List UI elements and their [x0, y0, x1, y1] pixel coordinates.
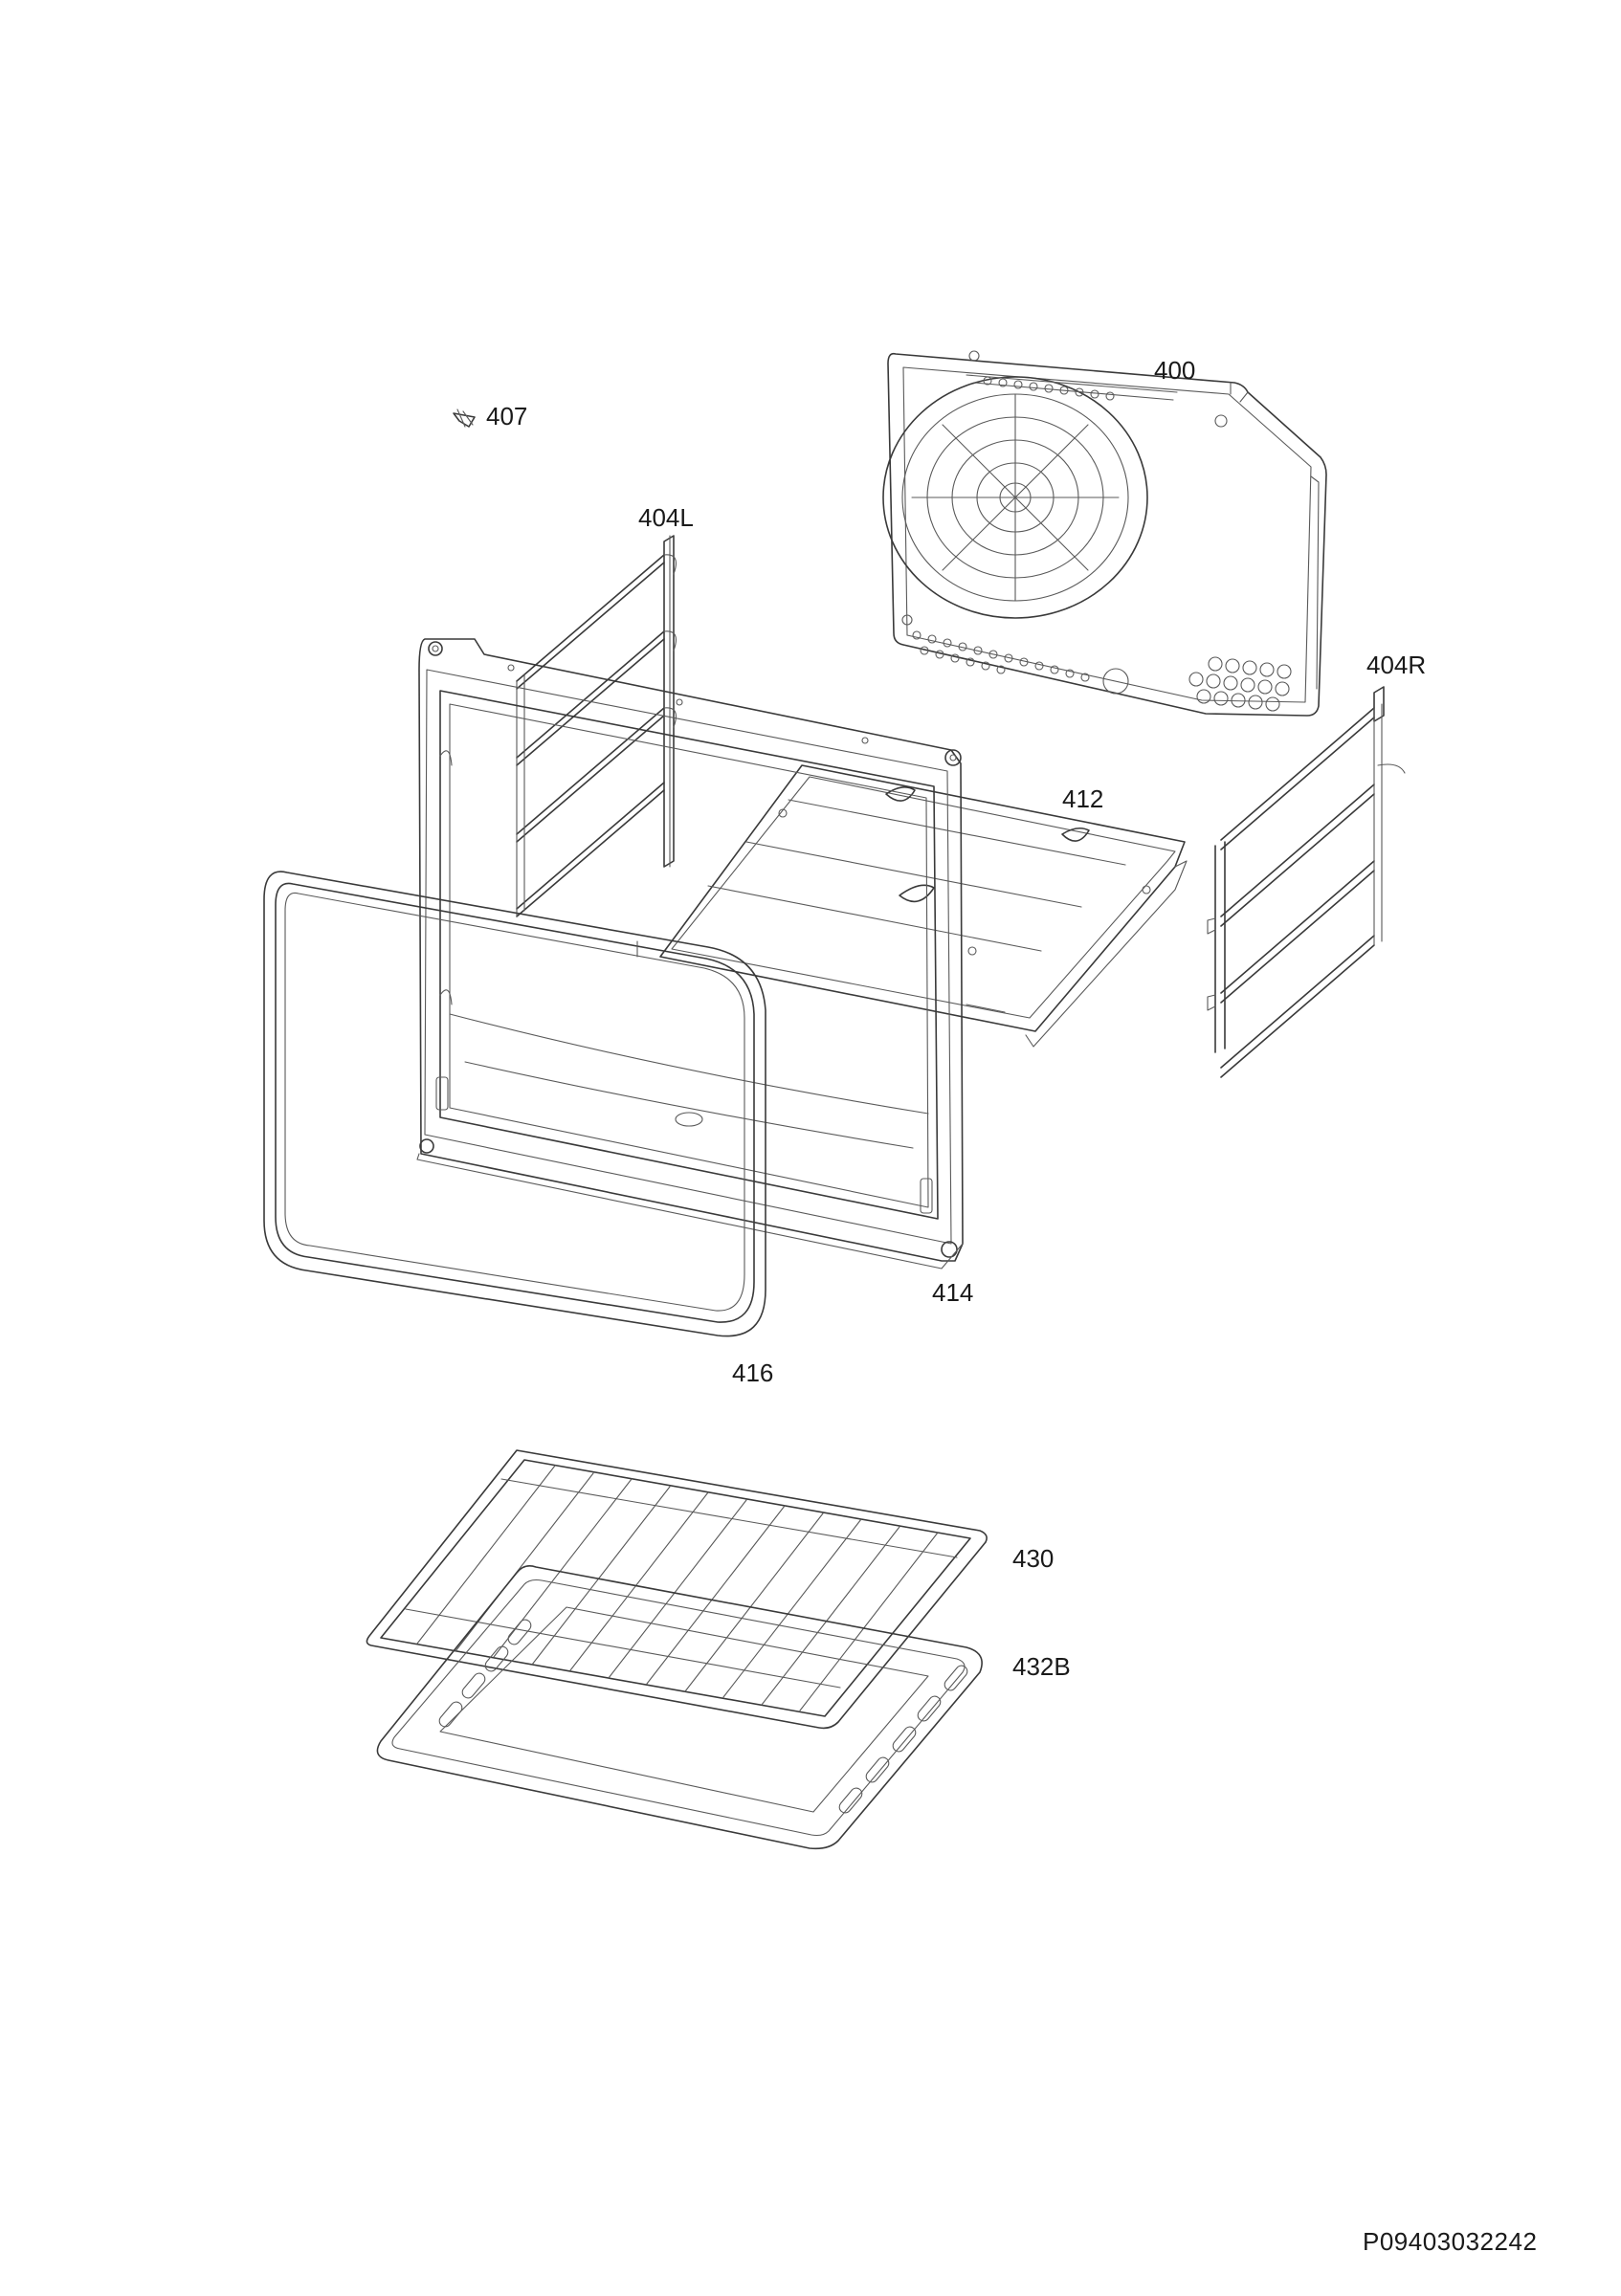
label-412: 412 — [1062, 784, 1104, 813]
label-404L: 404L — [638, 503, 694, 532]
part-416-door-seal — [263, 871, 766, 1337]
label-414: 414 — [932, 1278, 974, 1307]
label-400: 400 — [1154, 356, 1196, 385]
part-432B-baking-tray — [376, 1565, 983, 1850]
part-430-wire-shelf — [366, 1449, 988, 1730]
part-404R-right-shelf-support — [1207, 686, 1406, 1078]
part-407-screw — [453, 408, 476, 428]
part-400-back-panel — [882, 350, 1327, 717]
part-412-bottom-plate — [659, 764, 1188, 1048]
label-430: 430 — [1012, 1544, 1055, 1573]
part-404L-left-shelf-support — [516, 535, 677, 917]
label-407: 407 — [486, 402, 528, 430]
document-code: P09403032242 — [1363, 2227, 1538, 2256]
label-416: 416 — [732, 1358, 774, 1387]
label-404R: 404R — [1366, 651, 1427, 679]
part-414-front-frame — [416, 638, 964, 1269]
label-432B: 432B — [1012, 1652, 1071, 1681]
